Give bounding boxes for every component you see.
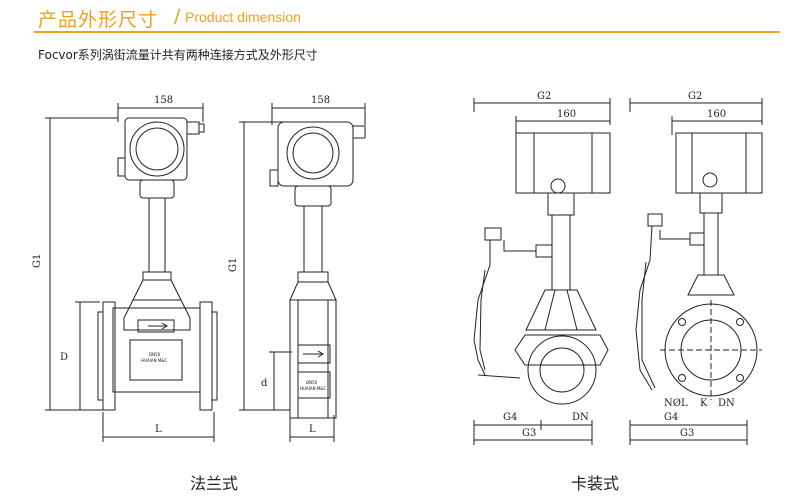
section-title-cn: 产品外形尺寸 — [38, 9, 159, 31]
flange-front-view — [45, 103, 218, 442]
section-header: 产品外形尺寸 / Product dimension — [0, 0, 800, 34]
subtitle: Focvor系列涡街流量计共有两种连接方式及外形尺寸 — [38, 48, 318, 62]
dim-g3-wafer-side: G3 — [680, 428, 694, 439]
dim-L-flange-front: L — [155, 424, 162, 435]
dim-g2-wafer-front: G2 — [537, 91, 551, 102]
dim-158-flange-side: 158 — [311, 95, 330, 106]
dim-160-wafer-side: 160 — [707, 109, 726, 120]
nameplate-line1-side: DN50 — [306, 380, 318, 385]
wafer-side-view — [629, 98, 763, 445]
dim-g2-wafer-side: G2 — [688, 91, 702, 102]
dim-L-flange-side: L — [309, 424, 316, 435]
dim-d: d — [261, 378, 268, 389]
nameplate-line2-front: HUAIAN M&C — [141, 358, 167, 363]
dim-dn-wafer-side: DN — [718, 398, 735, 409]
dim-160-wafer-front: 160 — [557, 109, 576, 120]
nameplate-line2-side: HUAIAN M&C — [300, 386, 326, 391]
title-separator: / — [174, 5, 181, 27]
dim-g1-flange-front: G1 — [32, 254, 43, 268]
caption-flange: 法兰式 — [190, 474, 239, 493]
dim-g4-wafer-front: G4 — [503, 412, 517, 423]
header-rule — [34, 31, 780, 33]
dim-dn-wafer-front: DN — [572, 412, 589, 423]
wafer-front-view — [473, 98, 611, 445]
dim-g4-wafer-side: G4 — [664, 412, 678, 423]
flange-side-view — [239, 103, 366, 442]
dim-g1-flange-side: G1 — [228, 258, 239, 272]
dim-k: K — [700, 398, 708, 409]
dim-158-flange-front: 158 — [154, 95, 173, 106]
dim-D: D — [60, 352, 68, 363]
caption-wafer: 卡装式 — [571, 474, 620, 493]
dim-g3-wafer-front: G3 — [522, 428, 536, 439]
dim-n-phi-l: NØL — [664, 398, 688, 409]
section-title-en: Product dimension — [185, 9, 301, 25]
nameplate-line1-front: DN50 — [149, 352, 161, 357]
